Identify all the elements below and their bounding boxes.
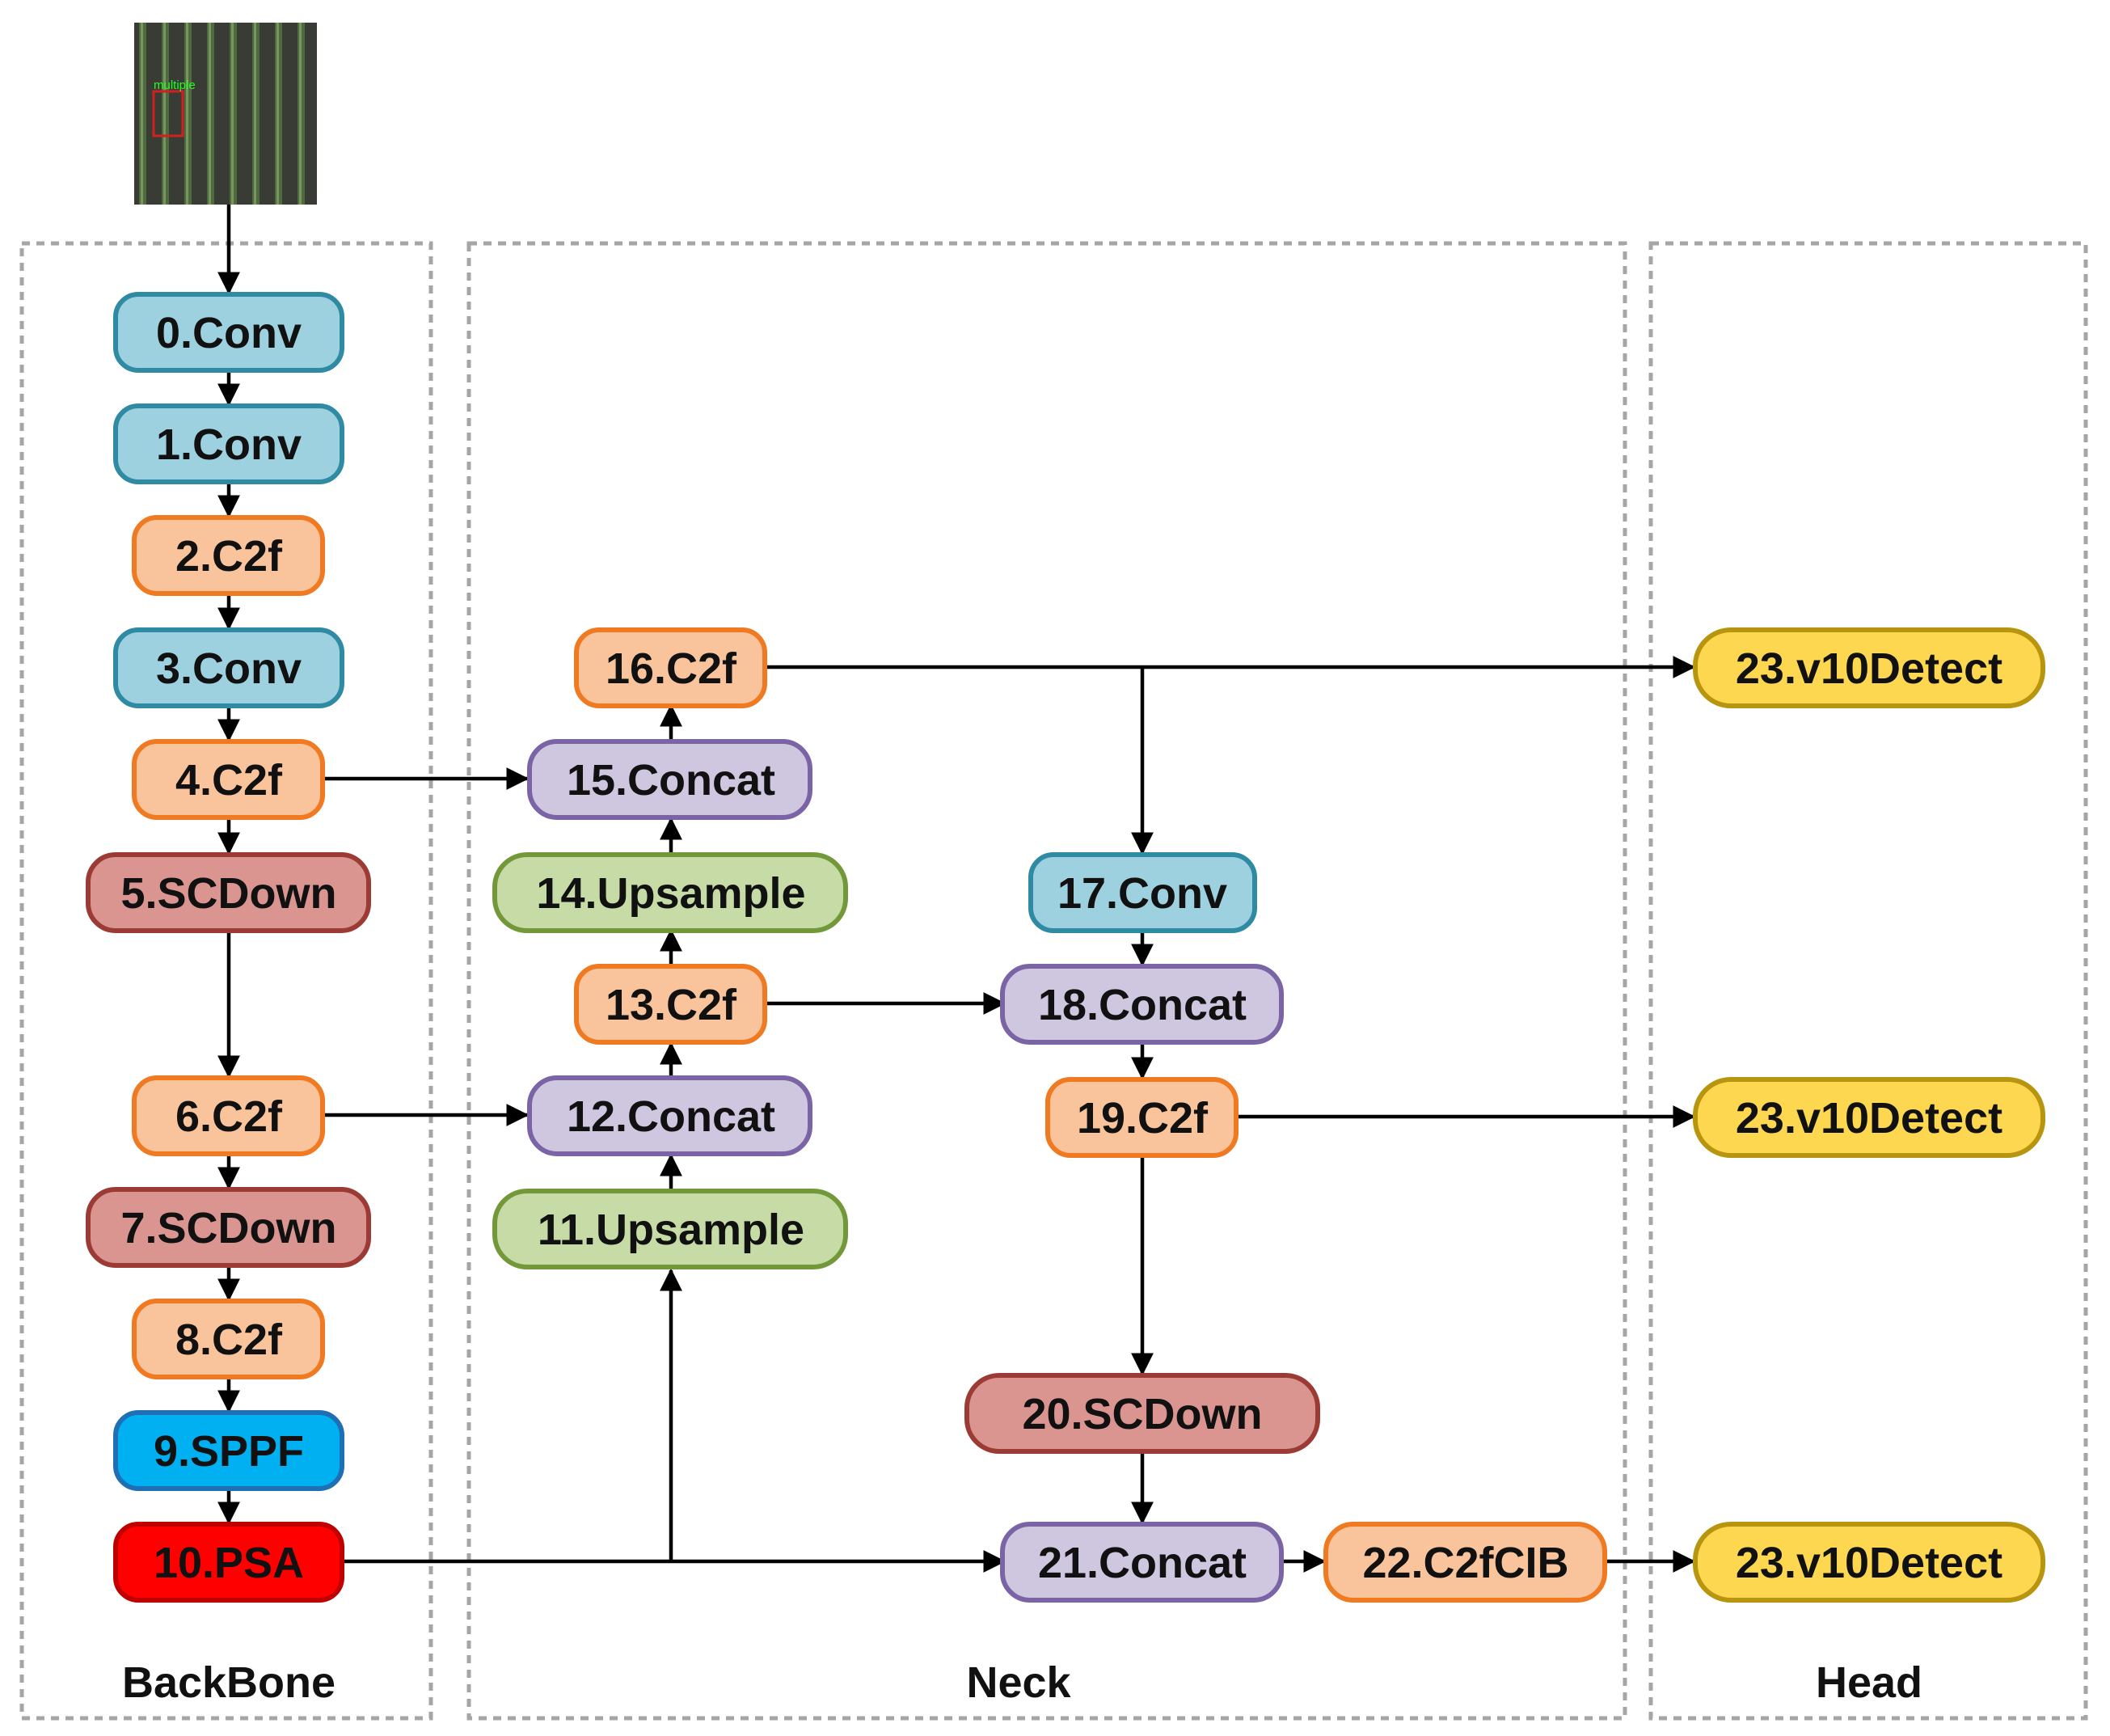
node-23-v10detect-bottom: 23.v10Detect	[1693, 1522, 2045, 1603]
svg-text:0.Conv: 0.Conv	[156, 309, 302, 357]
node-0-conv: 0.Conv	[113, 292, 344, 373]
backbone-label: BackBone	[122, 1658, 335, 1707]
svg-text:17.Conv: 17.Conv	[1057, 869, 1227, 918]
node-22-c2fcib: 22.C2fCIB	[1323, 1522, 1607, 1603]
node-9-sppf: 9.SPPF	[113, 1410, 344, 1491]
node-17-conv: 17.Conv	[1028, 852, 1257, 933]
svg-text:23.v10Detect: 23.v10Detect	[1736, 644, 2002, 693]
svg-text:6.C2f: 6.C2f	[175, 1092, 283, 1141]
svg-text:12.Concat: 12.Concat	[567, 1092, 775, 1141]
svg-text:14.Upsample: 14.Upsample	[536, 869, 805, 918]
svg-text:11.Upsample: 11.Upsample	[538, 1206, 804, 1254]
svg-text:5.SCDown: 5.SCDown	[120, 869, 336, 918]
svg-text:1.Conv: 1.Conv	[156, 420, 302, 469]
node-12-concat: 12.Concat	[527, 1075, 812, 1156]
input-image: multiple	[134, 23, 317, 205]
svg-text:2.C2f: 2.C2f	[175, 532, 283, 581]
svg-text:4.C2f: 4.C2f	[175, 756, 283, 805]
node-10-psa: 10.PSA	[113, 1522, 344, 1603]
node-21-concat: 21.Concat	[1000, 1522, 1284, 1603]
node-20-scdown: 20.SCDown	[964, 1373, 1320, 1454]
node-15-concat: 15.Concat	[527, 739, 812, 820]
svg-text:9.SPPF: 9.SPPF	[154, 1427, 304, 1476]
node-14-upsample: 14.Upsample	[492, 852, 848, 933]
svg-text:16.C2f: 16.C2f	[606, 644, 737, 693]
svg-text:18.Concat: 18.Concat	[1038, 981, 1247, 1029]
node-5-scdown: 5.SCDown	[86, 852, 371, 933]
backbone-section	[19, 241, 433, 1721]
node-4-c2f: 4.C2f	[132, 739, 325, 820]
node-23-v10detect-middle: 23.v10Detect	[1693, 1077, 2045, 1158]
node-7-scdown: 7.SCDown	[86, 1187, 371, 1268]
connectors	[217, 205, 1696, 1573]
node-11-upsample: 11.Upsample	[492, 1189, 848, 1269]
svg-text:15.Concat: 15.Concat	[567, 756, 775, 805]
svg-text:20.SCDown: 20.SCDown	[1022, 1390, 1262, 1438]
node-23-v10detect-top: 23.v10Detect	[1693, 627, 2045, 708]
svg-text:21.Concat: 21.Concat	[1038, 1539, 1247, 1587]
svg-text:13.C2f: 13.C2f	[606, 981, 737, 1029]
svg-text:19.C2f: 19.C2f	[1077, 1094, 1209, 1143]
neck-label: Neck	[966, 1658, 1071, 1707]
node-3-conv: 3.Conv	[113, 627, 344, 708]
node-16-c2f: 16.C2f	[574, 627, 767, 708]
head-section	[1648, 241, 2088, 1721]
neck-section	[466, 241, 1627, 1721]
svg-text:10.PSA: 10.PSA	[154, 1539, 304, 1587]
svg-text:8.C2f: 8.C2f	[175, 1316, 283, 1364]
node-2-c2f: 2.C2f	[132, 515, 325, 596]
node-1-conv: 1.Conv	[113, 403, 344, 484]
node-13-c2f: 13.C2f	[574, 964, 767, 1045]
node-19-c2f: 19.C2f	[1045, 1077, 1239, 1158]
node-8-c2f: 8.C2f	[132, 1299, 325, 1379]
node-18-concat: 18.Concat	[1000, 964, 1284, 1045]
svg-text:7.SCDown: 7.SCDown	[120, 1204, 336, 1252]
input-detection-label: multiple	[154, 78, 196, 92]
node-6-c2f: 6.C2f	[132, 1075, 325, 1156]
svg-text:3.Conv: 3.Conv	[156, 644, 302, 693]
head-label: Head	[1816, 1658, 1922, 1707]
svg-text:23.v10Detect: 23.v10Detect	[1736, 1539, 2002, 1587]
svg-text:22.C2fCIB: 22.C2fCIB	[1362, 1539, 1568, 1587]
svg-text:23.v10Detect: 23.v10Detect	[1736, 1094, 2002, 1143]
